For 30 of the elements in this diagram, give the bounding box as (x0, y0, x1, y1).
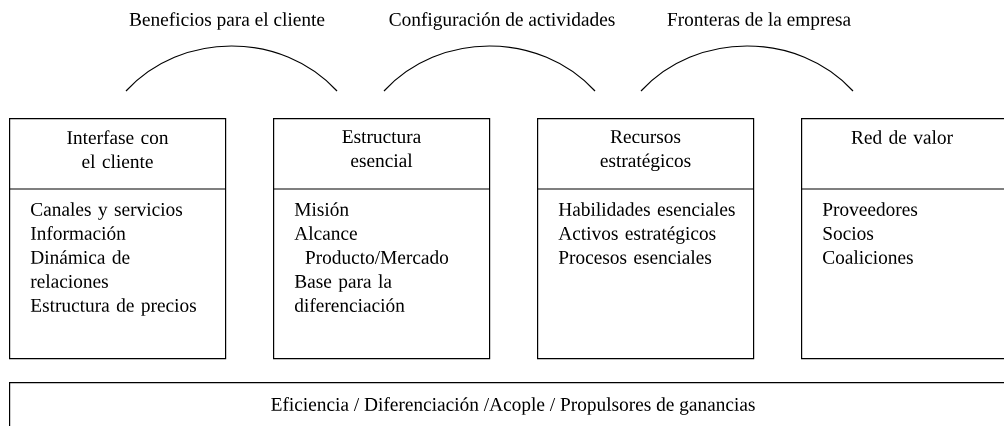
list-item: Habilidades esenciales (558, 202, 735, 216)
column-box (272, 118, 491, 360)
banner-box (9, 382, 1004, 426)
column-box (800, 118, 1004, 360)
heading-text: Interfase con el cliente (67, 130, 169, 169)
list-item: Misión (294, 202, 349, 216)
list-item: Dinámica de relaciones (30, 250, 130, 288)
heading-text: Recursos estratégicos (600, 130, 691, 172)
list-item: Alcance (294, 226, 357, 240)
list-item: Producto/Mercado (305, 250, 449, 264)
heading-text: Red de valor (851, 130, 953, 144)
list-item: Coaliciones (823, 250, 913, 264)
arch-line (125, 45, 338, 92)
column-box (8, 118, 227, 360)
list-item: Socios (823, 226, 874, 240)
arch-line (640, 45, 854, 92)
list-item: Estructura de precios (30, 298, 196, 316)
edge-label: Fronteras de la empresa (667, 12, 851, 30)
edge-label: Configuración de actividades (389, 12, 615, 30)
edge-label: Beneficios para el cliente (129, 12, 325, 30)
column-box (536, 118, 755, 360)
list-item: Proveedores (822, 202, 918, 216)
arch-line (383, 45, 596, 92)
list-item: Información (30, 226, 126, 240)
list-item: Base para la diferenciación (294, 274, 405, 312)
banner-text: Eficiencia / Diferenciación /Acople / Propulsores de ganancias (271, 397, 755, 415)
list-item: Procesos esenciales (558, 250, 712, 264)
heading-text: Estructura esencial (342, 130, 421, 168)
list-item: Activos estratégicos (558, 226, 716, 244)
list-item: Canales y servicios (31, 202, 183, 220)
